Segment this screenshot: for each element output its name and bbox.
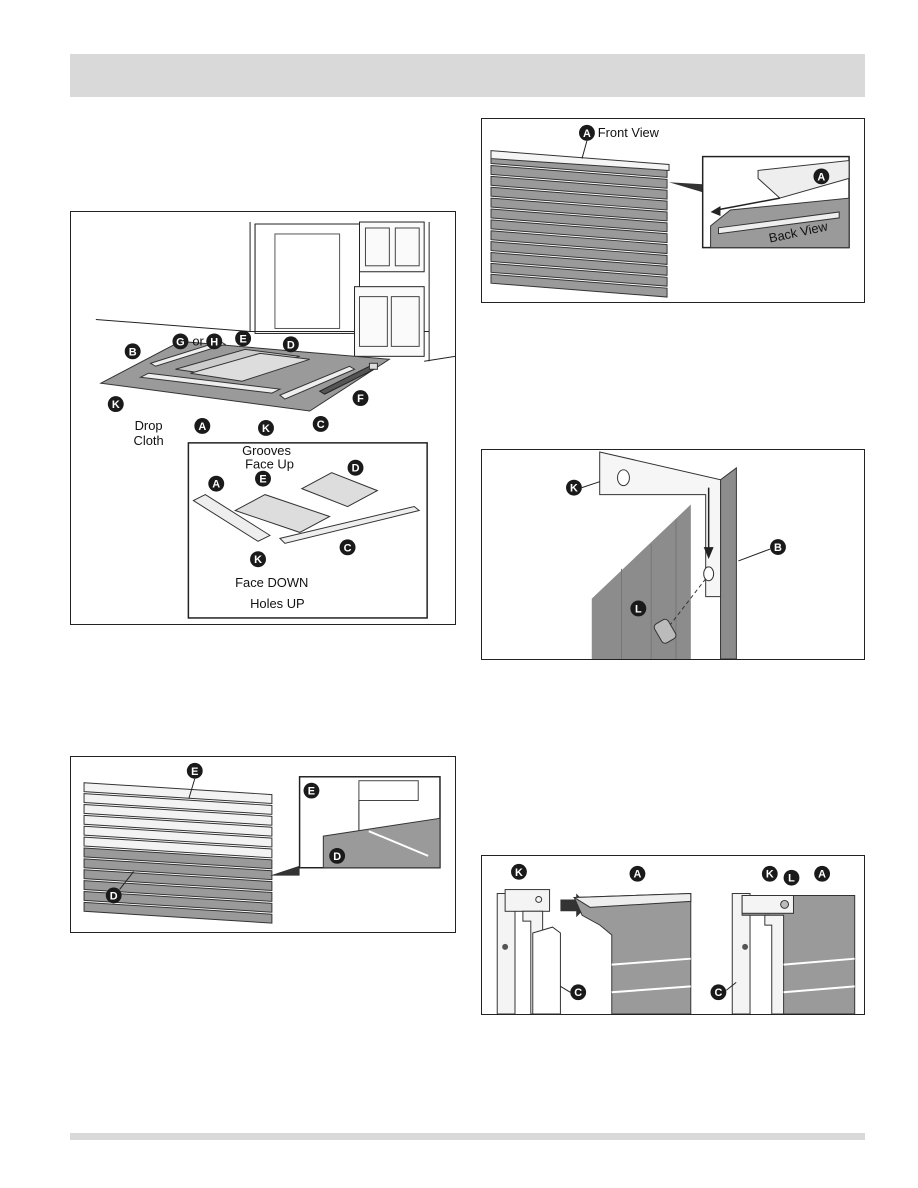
panel-slats (83, 782, 273, 924)
label-k-left: K (107, 396, 124, 413)
panel-e-d-illustration: E D E D (83, 762, 441, 924)
svg-text:D: D (352, 463, 360, 475)
label-b: B (124, 343, 141, 360)
label-f: F (352, 390, 369, 407)
slat (490, 219, 668, 244)
label-k: K (566, 479, 582, 496)
slat (83, 901, 273, 924)
slat (490, 273, 668, 298)
slat (83, 858, 273, 881)
label-h: H (206, 333, 223, 350)
label-cloth: Cloth (134, 433, 164, 448)
slat (490, 262, 668, 287)
label-drop: Drop (135, 418, 163, 433)
inset-back-view: A Back View (701, 155, 850, 249)
slat (490, 241, 668, 265)
attach-before: K A C (496, 863, 692, 1014)
label-a: A (579, 124, 595, 141)
front-back-illustration: A Front View A Back View (490, 124, 850, 298)
svg-text:Holes UP: Holes UP (250, 596, 305, 611)
svg-text:K: K (570, 483, 578, 495)
svg-text:A: A (583, 128, 591, 140)
svg-text:D: D (287, 339, 295, 351)
figure-front-back-view: A Front View A Back View (481, 118, 865, 303)
slat (490, 164, 668, 189)
svg-text:E: E (308, 786, 315, 798)
svg-text:Face Up: Face Up (245, 457, 294, 472)
slat (490, 252, 668, 276)
label-e: E (186, 762, 203, 779)
figure-bracket-screw: K B L (481, 449, 865, 660)
slat (490, 208, 668, 233)
svg-text:H: H (210, 336, 218, 348)
svg-text:A: A (634, 869, 642, 881)
slat (83, 814, 273, 837)
slat (83, 880, 273, 902)
svg-text:E: E (239, 333, 246, 345)
svg-text:A: A (212, 479, 220, 491)
label-b: B (770, 539, 786, 555)
inset-orientation: Grooves Face Up A E D K C Face DOWN Hole… (187, 442, 428, 619)
label-a: A (194, 418, 211, 434)
svg-text:K: K (112, 399, 120, 411)
slat (490, 186, 668, 211)
svg-text:Face DOWN: Face DOWN (235, 575, 308, 590)
slat (83, 793, 273, 815)
svg-text:B: B (129, 346, 137, 358)
slat (490, 230, 668, 255)
svg-text:K: K (254, 554, 262, 566)
inset-detail: E D (298, 776, 441, 869)
svg-text:A: A (198, 421, 206, 433)
front-view-label: Front View (598, 125, 660, 140)
header-band (70, 54, 865, 97)
svg-text:D: D (110, 890, 118, 902)
slat (83, 782, 273, 804)
slat (83, 890, 273, 913)
svg-text:K: K (262, 423, 270, 435)
label-k-bottom: K (258, 419, 274, 436)
svg-text:E: E (259, 474, 266, 486)
svg-text:E: E (191, 766, 198, 778)
svg-text:C: C (715, 987, 723, 999)
bracket-illustration: K B L (566, 451, 786, 659)
svg-text:A: A (817, 171, 825, 183)
label-d: D (105, 887, 122, 904)
slat (490, 175, 668, 200)
footer-band (70, 1133, 865, 1140)
svg-text:A: A (818, 869, 826, 881)
svg-text:G: G (176, 336, 185, 348)
svg-text:C: C (344, 542, 352, 554)
label-l: L (630, 600, 647, 617)
figure-attach-panel: K A C K L A C (481, 855, 865, 1015)
svg-text:B: B (774, 542, 782, 554)
slat (83, 825, 273, 848)
svg-text:F: F (357, 393, 364, 405)
figure-panel-e-d: E D E D (70, 756, 456, 933)
attach-after: K L A C (710, 865, 856, 1014)
svg-text:D: D (333, 851, 341, 863)
label-c: C (312, 416, 329, 432)
slat (83, 847, 273, 870)
slat (83, 836, 273, 859)
figure-layout-drop-cloth: B G or H E D K A K C F Drop Cloth Groove… (70, 211, 456, 625)
label-e: E (235, 330, 252, 347)
layout-illustration: B G or H E D K A K C F Drop Cloth Groove… (95, 221, 455, 619)
slat (83, 803, 273, 826)
slat (490, 197, 668, 222)
svg-text:L: L (635, 603, 642, 615)
svg-text:L: L (788, 873, 795, 885)
panel-slats (490, 154, 668, 298)
attach-illustration: K A C K L A C (496, 863, 856, 1014)
label-or: or (192, 333, 204, 348)
svg-text:C: C (574, 987, 582, 999)
svg-text:C: C (317, 419, 325, 431)
svg-text:Grooves: Grooves (242, 443, 291, 458)
svg-text:K: K (515, 867, 523, 879)
label-g: G (172, 333, 189, 350)
label-d: D (282, 336, 299, 353)
svg-text:K: K (766, 869, 774, 881)
